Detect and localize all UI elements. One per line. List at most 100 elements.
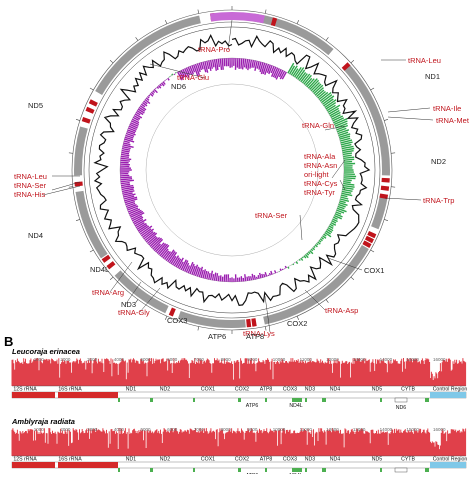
trna-block xyxy=(86,107,95,114)
label-trna-gly: tRNA-Gly xyxy=(118,308,150,317)
scale-tick xyxy=(76,119,80,120)
trna-block xyxy=(246,319,251,327)
ring-inner xyxy=(146,84,318,256)
gene-block xyxy=(178,311,246,328)
label-gene-nd5: ND5 xyxy=(28,101,43,110)
conservation-profile xyxy=(12,358,466,386)
label-gene-atp8: ATP8 xyxy=(246,332,264,341)
trna-marker xyxy=(150,468,153,472)
scale-tick xyxy=(76,219,80,220)
axis-tick-label: 1000 xyxy=(34,427,45,432)
label-gene-cox3: COX3 xyxy=(167,316,187,325)
nd6-block xyxy=(395,398,407,402)
gene-label: ND5 xyxy=(372,457,382,463)
region-block xyxy=(430,392,466,398)
label-trna-asp: tRNA-Asp xyxy=(325,306,358,315)
axis-tick-label: 3000 xyxy=(87,427,98,432)
axis-tick-label: 5000 xyxy=(141,357,152,362)
label-trna-leu-2: tRNA-Leu xyxy=(14,172,47,181)
scale-tick xyxy=(165,20,167,24)
gene-label: COX2 xyxy=(235,457,249,463)
gene-label: COX1 xyxy=(201,457,215,463)
trna-marker xyxy=(265,398,267,402)
gene-label: Control Region xyxy=(433,457,468,463)
trna-block xyxy=(82,117,91,124)
axis-tick-label: 12000 xyxy=(326,427,339,432)
scale-tick xyxy=(136,37,138,40)
gene-label: COX2 xyxy=(235,387,249,393)
gene-label: ND3 xyxy=(305,457,315,463)
gene-label: ATP8 xyxy=(260,387,273,393)
scale-tick xyxy=(371,250,374,252)
label-trna-ile: tRNA-Ile xyxy=(433,104,461,113)
species-name: Leucoraja erinacea xyxy=(12,347,80,356)
trna-marker xyxy=(265,468,267,472)
label-trna-cys: tRNA-Cys xyxy=(304,179,338,188)
label-trna-trp: tRNA-Trp xyxy=(423,196,454,205)
genome-rings xyxy=(89,27,375,313)
label-gene-cox2: COX2 xyxy=(287,319,307,328)
label-trna-met: tRNA-Met xyxy=(436,116,470,125)
scale-tick xyxy=(384,219,388,220)
gene-label-below: ATP6 xyxy=(246,403,259,409)
gene-label: ND2 xyxy=(160,387,170,393)
label-gene-nd1: ND1 xyxy=(425,72,440,81)
label-trna-his: tRNA-His xyxy=(14,190,45,199)
trna-marker xyxy=(238,468,241,472)
trna-marker xyxy=(305,398,307,402)
scale-tick xyxy=(198,327,199,331)
axis-tick-label: 13000 xyxy=(353,427,366,432)
scale-tick xyxy=(351,60,354,63)
axis-tick-label: 13000 xyxy=(353,357,366,362)
scale-tick xyxy=(110,277,113,280)
region-block xyxy=(430,462,466,468)
axis-tick-label: 11000 xyxy=(300,357,313,362)
trna-block xyxy=(381,186,389,191)
trna-marker xyxy=(150,398,153,402)
scale-tick xyxy=(371,88,374,90)
label-trna-asn: tRNA-Asn xyxy=(304,161,337,170)
gene-label: 12S rRNA xyxy=(13,457,37,463)
axis-tick-label: 11000 xyxy=(300,427,313,432)
label-trna-pro: tRNA-Pro xyxy=(198,45,230,54)
rrna-block xyxy=(210,12,265,23)
label-gene-nd6: ND6 xyxy=(171,82,186,91)
gene-label-below: ND6 xyxy=(396,405,406,411)
leader-line xyxy=(388,108,430,112)
axis-tick-label: 9000 xyxy=(247,357,258,362)
trna-marker xyxy=(193,398,195,402)
scale-tick xyxy=(297,20,299,24)
region-block xyxy=(58,392,118,398)
region-block xyxy=(12,392,55,398)
axis-tick-label: 3000 xyxy=(87,357,98,362)
label-trna-arg: tRNA-Arg xyxy=(92,288,124,297)
axis-tick-label: 14000 xyxy=(380,427,393,432)
gene-label: CYTB xyxy=(401,457,415,463)
region-block xyxy=(12,462,55,468)
scale-tick xyxy=(110,60,113,63)
ring-scale xyxy=(89,27,375,313)
circular-genome-map: tRNA-Pro tRNA-Leu tRNA-Glu tRNA-Ile tRNA… xyxy=(14,6,470,341)
label-trna-gln: tRNA-Gln xyxy=(302,121,334,130)
trna-marker xyxy=(292,398,302,402)
gene-label: ND1 xyxy=(126,387,136,393)
label-trna-leu-1: tRNA-Leu xyxy=(408,56,441,65)
axis-tick-label: 8000 xyxy=(221,357,232,362)
scale-tick xyxy=(326,299,328,302)
gene-label: ND4 xyxy=(330,457,340,463)
trna-marker xyxy=(380,398,382,402)
gene-label: ATP8 xyxy=(260,457,273,463)
gene-label-below: ND4L xyxy=(289,403,302,409)
species-name: Amblyraja radiata xyxy=(11,417,75,426)
axis-tick-label: 1000 xyxy=(34,357,45,362)
axis-tick-label: 7000 xyxy=(194,357,205,362)
gene-label: COX3 xyxy=(283,457,297,463)
gene-label: COX1 xyxy=(201,387,215,393)
label-gene-atp6: ATP6 xyxy=(208,332,226,341)
axis-tick-label: 9000 xyxy=(247,427,258,432)
axis-tick-label: 10000 xyxy=(273,427,286,432)
